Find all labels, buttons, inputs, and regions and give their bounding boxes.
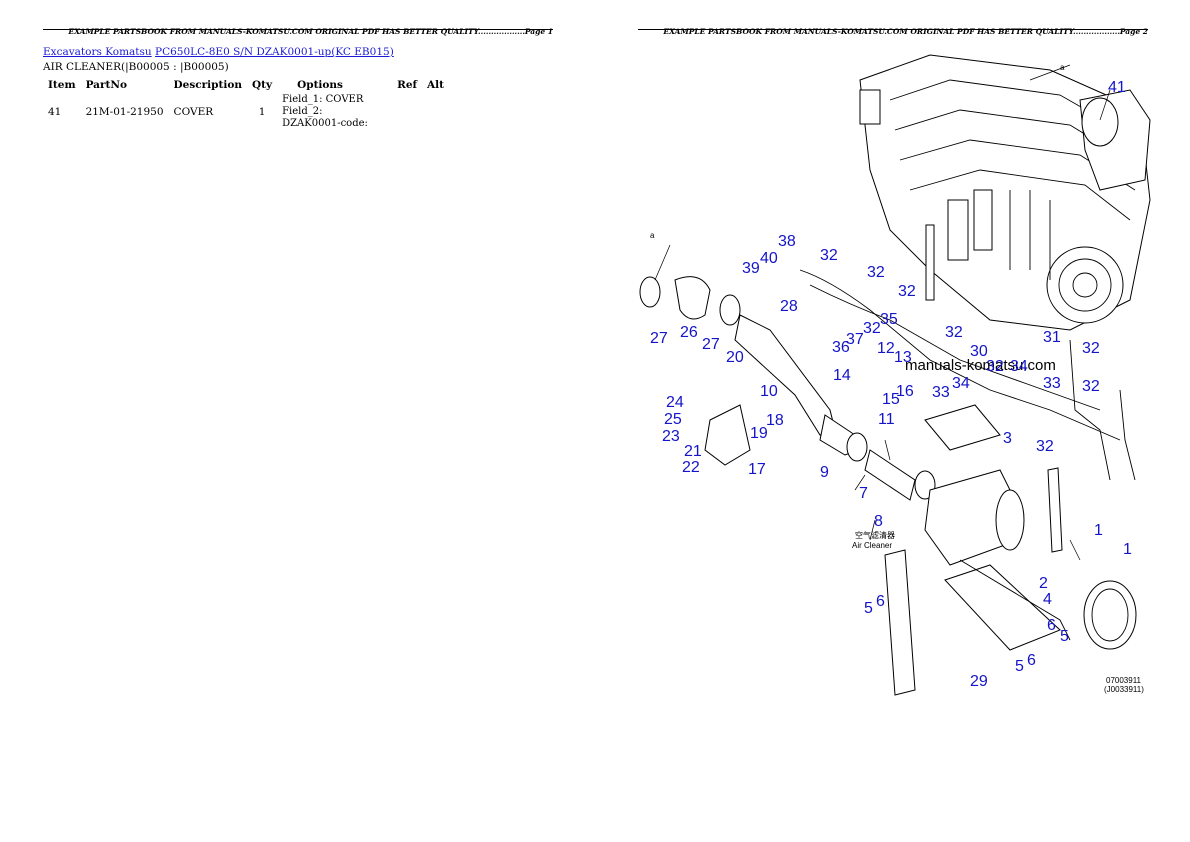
callout-5: 5 bbox=[1015, 658, 1024, 675]
callout-5: 5 bbox=[1060, 628, 1069, 645]
cell-alt bbox=[422, 93, 449, 131]
parts-table: Item PartNo Description Qty Options Ref … bbox=[43, 77, 449, 131]
callout-33: 33 bbox=[932, 384, 950, 401]
callout-12: 12 bbox=[877, 340, 895, 357]
breadcrumb: Excavators Komatsu PC650LC-8E0 S/N DZAK0… bbox=[43, 46, 394, 58]
leader-lines bbox=[654, 64, 1111, 561]
page1-header: EXAMPLE PARTSBOOK FROM MANUALS-KOMATSU.C… bbox=[43, 27, 553, 36]
air-cleaner-diagram: a a 空气滤清器 Air Cleaner 07003911 (J0033911… bbox=[639, 54, 1151, 696]
callout-15: 15 bbox=[882, 391, 900, 408]
callout-38: 38 bbox=[778, 233, 796, 250]
callout-18: 18 bbox=[766, 412, 784, 429]
callout-36: 36 bbox=[832, 339, 850, 356]
air-cleaner-housing bbox=[924, 404, 1137, 650]
callout-27: 27 bbox=[650, 330, 668, 347]
callout-7: 7 bbox=[859, 485, 868, 502]
callout-35: 35 bbox=[880, 311, 898, 328]
callout-19: 19 bbox=[750, 425, 768, 442]
callout-6: 6 bbox=[876, 593, 885, 610]
callout-32: 32 bbox=[1082, 340, 1100, 357]
callout-31: 31 bbox=[1043, 329, 1061, 346]
watermark-text: manuals-komatsu.com bbox=[905, 357, 1056, 374]
col-description: Description bbox=[173, 79, 242, 91]
callout-21: 21 bbox=[684, 443, 702, 460]
callout-6: 6 bbox=[1027, 652, 1036, 669]
page2-header-text: EXAMPLE PARTSBOOK FROM MANUALS-KOMATSU.C… bbox=[663, 27, 1120, 36]
intake-piping bbox=[639, 276, 936, 501]
label-a-top: a bbox=[1060, 63, 1065, 72]
callout-16: 16 bbox=[896, 383, 914, 400]
callout-32: 32 bbox=[898, 283, 916, 300]
bracket-17 bbox=[704, 404, 751, 466]
callout-29: 29 bbox=[970, 673, 988, 690]
cell-qty: 1 bbox=[258, 106, 266, 118]
callout-20: 20 bbox=[726, 349, 744, 366]
sensor-lines bbox=[799, 269, 1136, 481]
callout-6: 6 bbox=[1047, 617, 1056, 634]
callout-40: 40 bbox=[760, 250, 778, 267]
callout-39: 39 bbox=[742, 260, 760, 277]
callout-1: 1 bbox=[1123, 541, 1132, 558]
callout-41: 41 bbox=[1108, 79, 1126, 96]
cell-description: COVER bbox=[173, 106, 214, 118]
callout-2: 2 bbox=[1039, 575, 1048, 592]
breadcrumb-link-model[interactable]: PC650LC-8E0 S/N DZAK0001-up(KC EB015) bbox=[155, 46, 394, 58]
callout-37: 37 bbox=[846, 331, 864, 348]
callout-22: 22 bbox=[682, 459, 700, 476]
callout-32: 32 bbox=[1082, 378, 1100, 395]
callout-28: 28 bbox=[780, 298, 798, 315]
callout-8: 8 bbox=[874, 513, 883, 530]
col-qty: Qty bbox=[251, 79, 273, 91]
page2-number: Page 2 bbox=[1119, 27, 1148, 36]
cell-ref bbox=[383, 93, 422, 131]
col-item: Item bbox=[48, 79, 76, 91]
callout-32: 32 bbox=[1036, 438, 1054, 455]
page1-number: Page 1 bbox=[524, 27, 553, 36]
col-alt: Alt bbox=[427, 79, 445, 91]
callout-1: 1 bbox=[1094, 522, 1103, 539]
table-header-row: Item PartNo Description Qty Options Ref … bbox=[43, 77, 449, 93]
caption-english: Air Cleaner bbox=[852, 541, 892, 550]
section-title: AIR CLEANER(|B00005 : |B00005) bbox=[43, 61, 229, 73]
callout-33: 33 bbox=[1043, 375, 1061, 392]
callout-27: 27 bbox=[702, 336, 720, 353]
ref-code-1: 07003911 bbox=[1106, 676, 1142, 685]
callout-4: 4 bbox=[1043, 591, 1052, 608]
cell-partno: 21M-01-21950 bbox=[85, 106, 164, 118]
page1-header-text: EXAMPLE PARTSBOOK FROM MANUALS-KOMATSU.C… bbox=[68, 27, 525, 36]
callout-25: 25 bbox=[664, 411, 682, 428]
ref-code-2: (J0033911) bbox=[1104, 685, 1144, 694]
callout-24: 24 bbox=[666, 394, 684, 411]
cell-options: Field_1: COVER Field_2: DZAK0001-code: bbox=[282, 94, 368, 129]
callout-13: 13 bbox=[894, 349, 912, 366]
callout-34: 34 bbox=[952, 375, 970, 392]
callout-10: 10 bbox=[760, 383, 778, 400]
callout-17: 17 bbox=[748, 461, 766, 478]
table-row: 41 21M-01-21950 COVER 1 Field_1: COVER F… bbox=[43, 93, 449, 131]
callout-32: 32 bbox=[945, 324, 963, 341]
caption-chinese: 空气滤清器 bbox=[855, 530, 895, 540]
col-partno: PartNo bbox=[85, 79, 127, 91]
callout-14: 14 bbox=[833, 367, 851, 384]
callout-32: 32 bbox=[820, 247, 838, 264]
engine-illustration bbox=[859, 54, 1151, 331]
cell-item: 41 bbox=[48, 106, 62, 118]
mounting-stands bbox=[884, 467, 1071, 696]
col-options: Options bbox=[297, 79, 343, 91]
callout-26: 26 bbox=[680, 324, 698, 341]
callout-5: 5 bbox=[864, 600, 873, 617]
page2-header: EXAMPLE PARTSBOOK FROM MANUALS-KOMATSU.C… bbox=[638, 27, 1148, 36]
callout-11: 11 bbox=[878, 411, 895, 428]
callout-9: 9 bbox=[820, 464, 829, 481]
callout-32: 32 bbox=[986, 358, 1004, 375]
callout-34: 34 bbox=[1010, 358, 1028, 375]
col-ref: Ref bbox=[397, 79, 418, 91]
callout-30: 30 bbox=[970, 343, 988, 360]
callout-3: 3 bbox=[1003, 430, 1012, 447]
callout-23: 23 bbox=[662, 428, 680, 445]
breadcrumb-link-category[interactable]: Excavators Komatsu bbox=[43, 46, 152, 58]
callout-32: 32 bbox=[867, 264, 885, 281]
callout-32: 32 bbox=[863, 320, 881, 337]
label-a-left: a bbox=[650, 231, 655, 240]
